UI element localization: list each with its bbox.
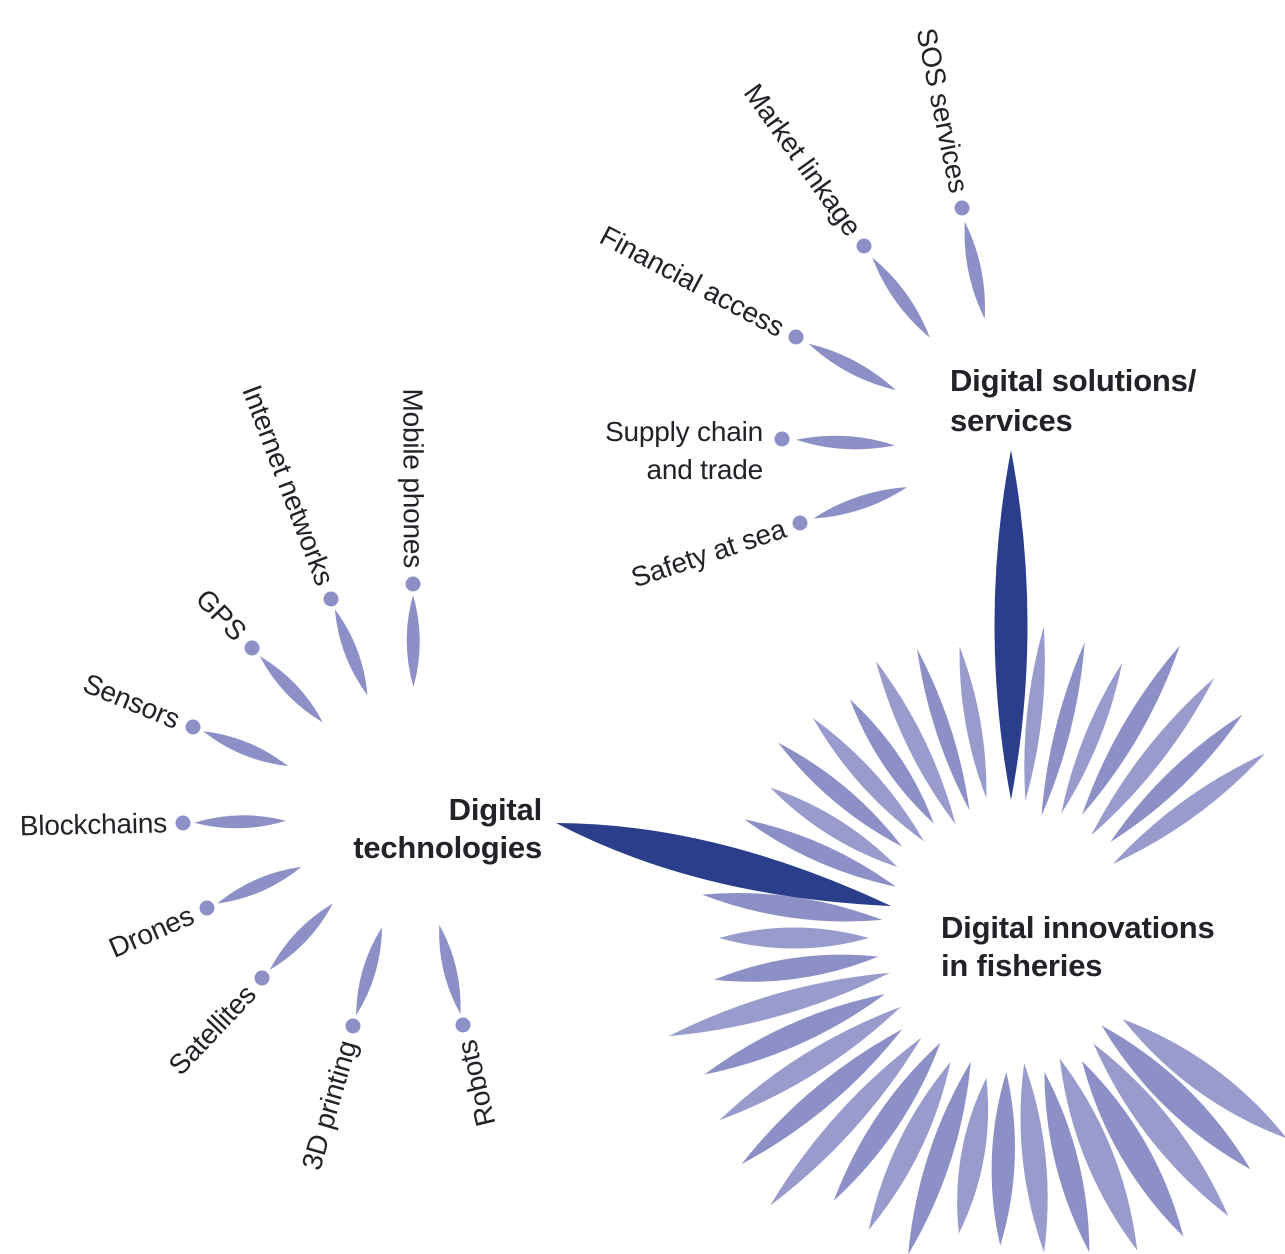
hub-technologies: Mobile phones Internet networksGPSSensors… xyxy=(19,381,501,1174)
spoke-ray xyxy=(356,927,382,1016)
hub-title-technologies: Digital technologies xyxy=(353,792,542,865)
sunburst-ray xyxy=(668,972,890,1037)
spoke-dot xyxy=(774,431,790,447)
sunburst-ray xyxy=(704,994,885,1075)
spoke-dot xyxy=(185,719,201,735)
sunburst-ray xyxy=(875,661,956,825)
sunburst-ray xyxy=(1110,714,1243,843)
sunburst-ray xyxy=(702,892,883,922)
sunburst-ray xyxy=(1059,1058,1138,1251)
sunburst-ray xyxy=(833,1042,941,1201)
sunburst-ray xyxy=(719,1006,901,1121)
sunburst-ray xyxy=(1020,1063,1048,1253)
spoke-label: Sensors xyxy=(79,668,184,735)
sunburst-ray xyxy=(1044,1071,1090,1253)
sunburst-ray xyxy=(1093,1043,1229,1217)
spoke-dot xyxy=(405,576,421,592)
sunburst-ray xyxy=(1082,1060,1184,1237)
sunburst-ray xyxy=(812,718,925,842)
sunburst-ray xyxy=(719,927,869,949)
spoke-ray xyxy=(259,655,324,723)
spoke-ray xyxy=(193,815,286,829)
link-solutions-fisheries xyxy=(994,450,1028,800)
spoke-label: Market linkage xyxy=(738,78,868,242)
hub-links xyxy=(556,450,1028,906)
fisheries-title-line1: Digital innovations xyxy=(941,910,1215,945)
sunburst-ray xyxy=(741,1029,903,1165)
sunburst-ray xyxy=(1122,1019,1285,1138)
sunburst-ray xyxy=(1101,1025,1251,1170)
spoke-label: Mobile phones xyxy=(397,388,429,568)
hub-title-fisheries: Digital innovations in fisheries xyxy=(941,910,1215,983)
spoke-label: Financial access xyxy=(595,220,789,343)
spoke-ray xyxy=(406,594,420,687)
sunburst-ray xyxy=(908,1061,971,1254)
spoke-label: Drones xyxy=(104,900,198,964)
spoke-label: Safety at sea xyxy=(627,513,790,594)
spoke-ray xyxy=(813,487,908,519)
spoke-ray xyxy=(964,221,985,319)
spoke-label-line: Supply chain xyxy=(605,416,763,447)
sunburst-ray xyxy=(1112,753,1266,864)
sunburst-ray xyxy=(713,954,879,982)
spoke-ray xyxy=(795,435,895,450)
solutions-title-line1: Digital solutions/ xyxy=(950,363,1197,398)
spoke-dot xyxy=(175,815,191,831)
spoke-dot xyxy=(254,970,270,986)
solutions-title-line2: services xyxy=(950,403,1073,438)
fisheries-title-line2: in fisheries xyxy=(941,948,1102,983)
sunburst-ray xyxy=(1061,662,1123,814)
spoke-label-line: and trade xyxy=(646,454,763,485)
spoke-dot xyxy=(199,900,215,916)
spoke-ray xyxy=(334,609,368,696)
spoke-dot xyxy=(455,1017,471,1033)
fisheries-sunburst xyxy=(668,626,1285,1254)
spoke-label: Internet networks xyxy=(236,381,340,590)
spoke-label: Satellites xyxy=(163,979,262,1081)
spoke-ray xyxy=(217,866,302,904)
spoke-label: GPS xyxy=(190,583,253,647)
spoke-ray xyxy=(203,731,289,767)
spoke-dot xyxy=(244,640,260,656)
spoke-ray xyxy=(872,257,930,338)
sunburst-ray xyxy=(770,787,898,867)
spoke-ray xyxy=(269,903,333,971)
technologies-title-line2: technologies xyxy=(353,830,542,865)
spoke-dot xyxy=(323,591,339,607)
sunburst-ray xyxy=(957,1077,989,1234)
sunburst-ray xyxy=(917,648,970,811)
sunburst-ray xyxy=(868,1062,951,1231)
sunburst-ray xyxy=(744,819,896,887)
sunburst-ray xyxy=(1041,642,1085,816)
hub-title-solutions: Digital solutions/ services xyxy=(950,363,1197,438)
spoke-dot xyxy=(345,1018,361,1034)
sunburst-ray xyxy=(1024,626,1045,801)
spoke-ray xyxy=(808,343,896,391)
spoke-label: SOS services xyxy=(910,25,974,195)
spoke-label: Blockchains xyxy=(19,807,167,841)
spoke-label: 3D printing xyxy=(296,1037,363,1174)
sunburst-ray xyxy=(849,699,934,824)
spoke-label: Robots xyxy=(451,1037,501,1129)
spoke-ray xyxy=(439,924,461,1015)
link-technologies-fisheries xyxy=(556,823,891,906)
sunburst-ray xyxy=(991,1071,1015,1246)
spoke-dot xyxy=(792,515,808,531)
spoke-dot xyxy=(954,200,970,216)
sunburst-ray xyxy=(778,742,903,847)
spoke-dot xyxy=(856,238,872,254)
spoke-dot xyxy=(788,329,804,345)
sunburst-ray xyxy=(1082,645,1180,816)
sunburst-ray xyxy=(770,1037,922,1206)
sunburst-ray xyxy=(959,646,987,799)
sunburst-ray xyxy=(1091,677,1215,836)
technologies-title-line1: Digital xyxy=(449,792,542,827)
